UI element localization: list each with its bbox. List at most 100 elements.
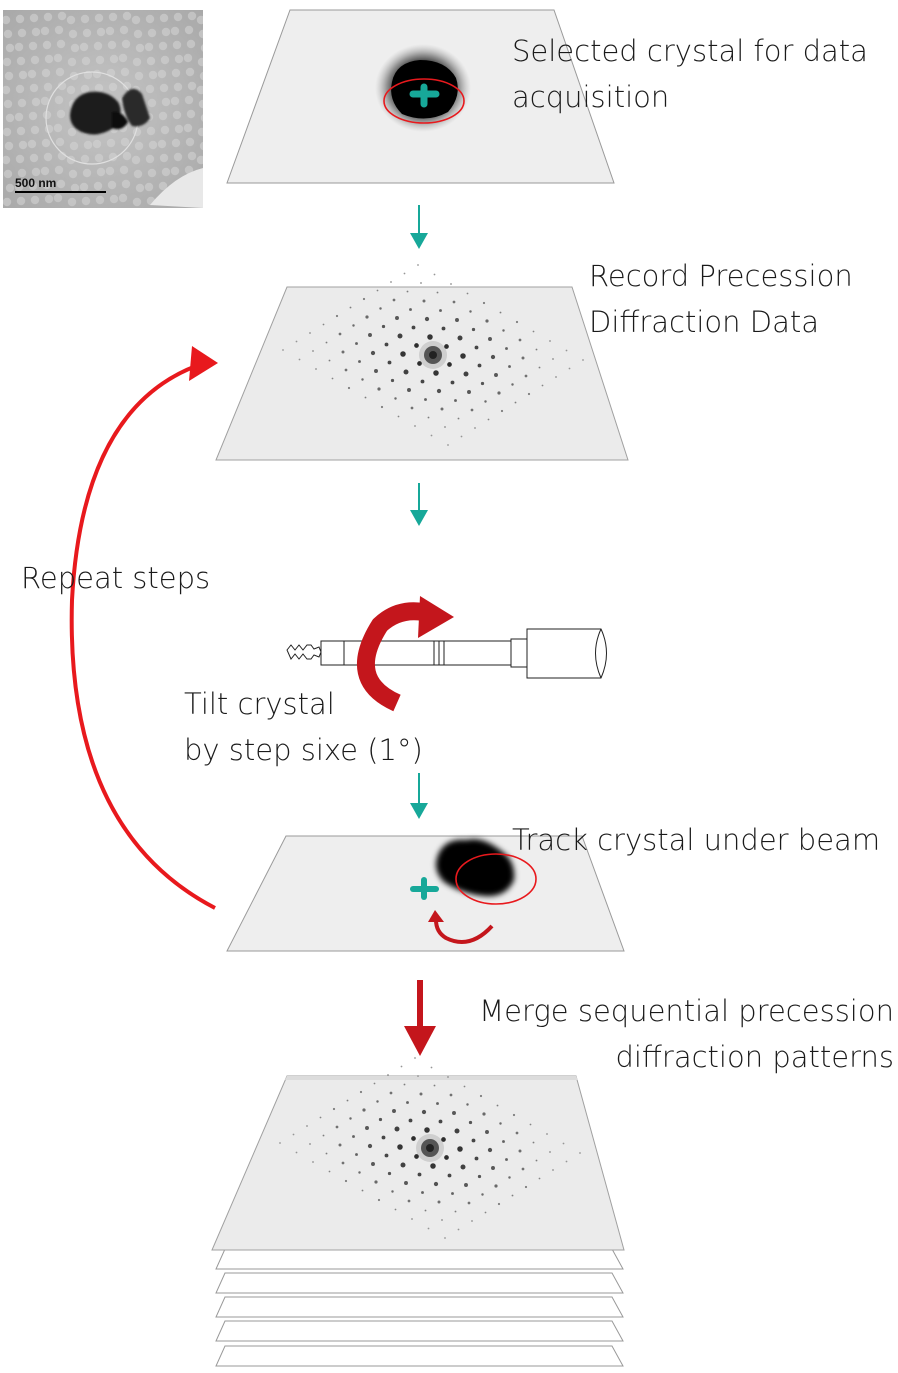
- diffraction-spot: [379, 307, 382, 310]
- texture-dot: [144, 182, 154, 192]
- texture-dot: [173, 12, 183, 22]
- diffraction-spot: [511, 1194, 514, 1197]
- beam-cross-icon: [409, 83, 440, 108]
- diffraction-spot: [387, 360, 392, 365]
- texture-dot: [28, 111, 38, 121]
- texture-dot: [14, 112, 24, 122]
- diffraction-spot: [464, 1183, 468, 1187]
- diffraction-spot: [508, 365, 511, 368]
- texture-dot: [81, 56, 91, 66]
- inset-crystal: [70, 88, 150, 135]
- diffraction-spot: [480, 381, 485, 386]
- central-beam-core: [429, 351, 437, 359]
- texture-dot: [93, 41, 103, 51]
- diffraction-spot: [344, 368, 348, 372]
- diffraction-spot: [451, 1192, 454, 1195]
- diffraction-spot: [568, 367, 571, 370]
- diffraction-spot: [365, 1126, 369, 1130]
- texture-dot: [109, 54, 119, 64]
- texture-dot: [131, 155, 141, 165]
- texture-dot: [118, 53, 128, 63]
- texture-dot: [134, 71, 144, 81]
- diffraction-spot: [491, 1166, 495, 1170]
- texture-dot: [108, 12, 118, 22]
- diffraction-spot: [424, 316, 430, 322]
- diffraction-spot: [505, 1158, 508, 1161]
- diffraction-spot: [474, 427, 476, 429]
- texture-dot: [43, 82, 53, 92]
- diffraction-spot: [406, 1101, 409, 1104]
- diffraction-spot: [455, 318, 459, 322]
- diffraction-spot: [420, 379, 425, 384]
- texture-dot: [70, 183, 80, 193]
- texture-dot: [145, 14, 155, 24]
- texture-dot: [135, 183, 145, 193]
- diffraction-spot: [404, 1181, 408, 1185]
- diffraction-spot: [355, 342, 358, 345]
- diffraction-spot: [527, 392, 531, 396]
- texture-dot: [28, 41, 38, 51]
- diffraction-spot: [460, 353, 466, 359]
- diffraction-spot: [494, 1184, 498, 1188]
- diffraction-spot: [358, 1171, 361, 1174]
- texture-dot: [67, 127, 77, 137]
- texture-dot: [122, 151, 132, 161]
- diffraction-spot: [312, 1161, 314, 1163]
- diffraction-spot: [460, 1164, 466, 1170]
- diffraction-spot: [479, 1094, 483, 1098]
- diffraction-spot: [335, 314, 339, 318]
- texture-dot: [148, 70, 158, 80]
- diffraction-spot: [515, 1131, 519, 1135]
- diffraction-spot: [497, 1202, 501, 1206]
- texture-dot: [132, 57, 142, 67]
- texture-dot: [14, 182, 24, 192]
- texture-dot: [56, 39, 66, 49]
- diffraction-spot: [436, 1102, 439, 1105]
- diffraction-spot: [397, 333, 403, 339]
- diffraction-spot: [392, 298, 396, 302]
- diffraction-spot: [466, 292, 469, 295]
- diffraction-spot: [352, 1135, 355, 1138]
- diffraction-spot: [367, 1143, 373, 1149]
- diffraction-spot: [362, 1108, 366, 1112]
- texture-dot: [44, 54, 54, 64]
- texture-dot: [170, 26, 180, 36]
- diffraction-spot: [328, 359, 331, 362]
- diffraction-spot: [444, 1237, 446, 1239]
- diffraction-spot: [449, 1093, 453, 1097]
- diffraction-spot: [403, 369, 409, 375]
- texture-dot: [196, 155, 203, 165]
- diffraction-spot: [394, 397, 397, 400]
- diffraction-spot: [332, 1107, 336, 1111]
- texture-dot: [42, 180, 52, 190]
- diffraction-spot: [515, 320, 519, 324]
- texture-dot: [18, 140, 28, 150]
- texture-dot: [171, 68, 181, 78]
- texture-dot: [5, 183, 15, 193]
- texture-dot: [43, 152, 53, 162]
- texture-dot: [18, 70, 28, 80]
- diffraction-spot: [282, 349, 284, 351]
- diffraction-spot: [349, 1117, 352, 1120]
- diffraction-spot: [365, 315, 369, 319]
- texture-dot: [3, 85, 11, 95]
- texture-dot: [92, 69, 102, 79]
- diffraction-spot: [390, 378, 395, 383]
- texture-dot: [173, 152, 183, 162]
- diffraction-spot: [394, 1126, 400, 1132]
- diffraction-spot: [325, 1152, 328, 1155]
- texture-dot: [135, 43, 145, 53]
- texture-dot: [148, 140, 158, 150]
- texture-dot: [186, 39, 196, 49]
- texture-dot: [160, 55, 170, 65]
- diffraction-spot: [424, 1209, 427, 1212]
- diffraction-spot: [485, 319, 489, 323]
- diffraction-spot: [500, 409, 504, 413]
- diffraction-spot: [565, 1160, 568, 1163]
- diffraction-spot: [467, 1201, 471, 1205]
- texture-dot: [133, 169, 143, 179]
- texture-dot: [66, 85, 76, 95]
- diffraction-spot: [487, 418, 490, 421]
- merged-stack: [211, 1057, 625, 1367]
- diffraction-spot: [481, 1193, 484, 1196]
